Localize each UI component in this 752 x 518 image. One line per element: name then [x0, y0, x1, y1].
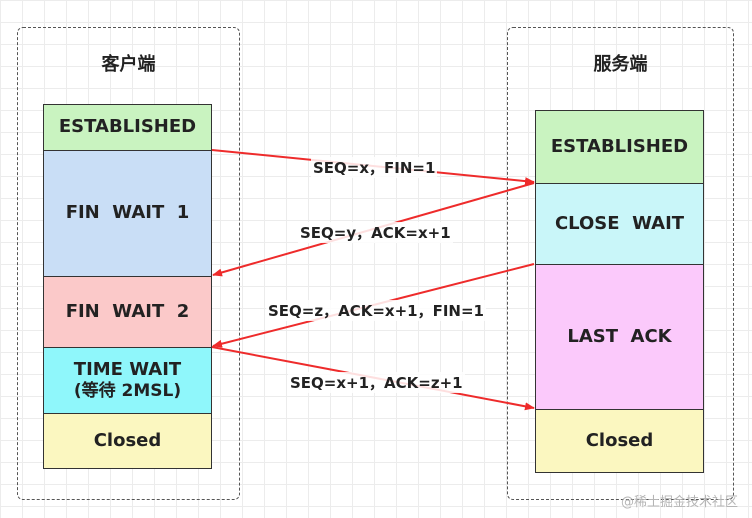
watermark: @稀土掘金技术社区: [620, 495, 738, 510]
server-state-closed-label: Closed: [585, 429, 654, 451]
client-state-time-wait-sub: (等待 2MSL): [73, 381, 182, 402]
server-state-close-wait-label: CLOSE WAIT: [554, 212, 685, 234]
client-state-established: ESTABLISHED: [43, 104, 212, 151]
client-panel: 客户端: [17, 27, 240, 500]
client-state-fin-wait-2-label: FIN WAIT 2: [65, 300, 190, 322]
client-state-time-wait: TIME WAIT (等待 2MSL): [43, 347, 212, 414]
server-state-established: ESTABLISHED: [535, 110, 704, 184]
client-state-closed-label: Closed: [93, 429, 162, 451]
client-state-fin-wait-1-label: FIN WAIT 1: [65, 202, 190, 224]
client-state-fin-wait-1: FIN WAIT 1: [43, 150, 212, 277]
server-panel: 服务端: [507, 27, 734, 500]
client-state-closed: Closed: [43, 413, 212, 469]
message-label-fin-1: SEQ=x，FIN=1: [311, 157, 438, 178]
client-title: 客户端: [101, 54, 156, 75]
client-state-fin-wait-2: FIN WAIT 2: [43, 276, 212, 348]
server-state-last-ack: LAST ACK: [535, 264, 704, 410]
server-state-close-wait: CLOSE WAIT: [535, 183, 704, 265]
message-label-ack-1: SEQ=y，ACK=x+1: [298, 222, 453, 243]
server-state-established-label: ESTABLISHED: [550, 135, 689, 157]
message-label-ack-2: SEQ=x+1，ACK=z+1: [288, 372, 465, 393]
server-state-last-ack-label: LAST ACK: [567, 325, 672, 347]
client-state-established-label: ESTABLISHED: [58, 116, 197, 138]
server-state-closed: Closed: [535, 409, 704, 473]
message-label-fin-2: SEQ=z，ACK=x+1，FIN=1: [266, 300, 486, 321]
client-state-time-wait-label: TIME WAIT: [73, 358, 182, 380]
server-title: 服务端: [593, 54, 648, 75]
